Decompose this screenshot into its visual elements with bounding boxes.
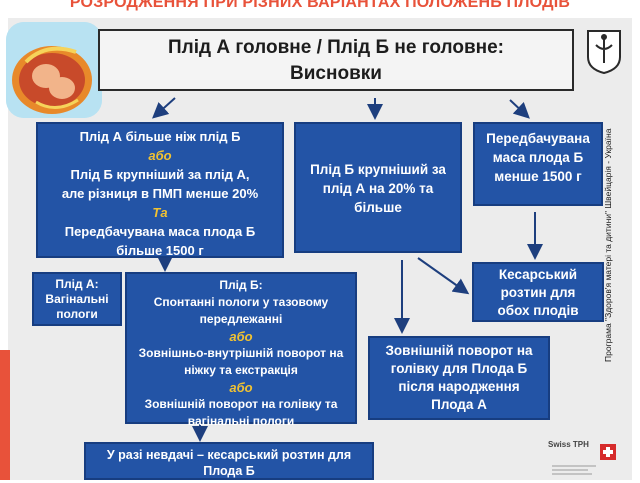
swiss-tph-logo-icon: Swiss TPH	[548, 440, 620, 478]
left-accent-bar	[0, 350, 10, 480]
condition-box-fetus-a-larger: Плід А більше ніж плід Б або Плід Б круп…	[36, 122, 284, 258]
diagram-title: Плід А головне / Плід Б не головне: Висн…	[98, 29, 574, 91]
b2-line-3: більше	[354, 200, 402, 215]
b4-line-2: Вагінальні	[45, 292, 109, 306]
b5-line-3: передлежанні	[199, 312, 283, 326]
b5-line-8: Зовнішній поворот на голівку та	[144, 397, 338, 411]
title-line-1: Плід А головне / Плід Б не головне:	[168, 37, 504, 58]
b3-line-2: маса плода Б	[492, 150, 584, 165]
title-line-2: Висновки	[290, 63, 382, 84]
b5-line-5: Зовнішньо-внутрішній поворот на	[138, 346, 344, 360]
b5-line-9: вагінальні пологи	[187, 414, 295, 428]
b7-line-2: голівку для Плода Б	[390, 361, 528, 376]
b4-line-1: Плід А:	[55, 277, 99, 291]
b8-line-1: У разі невдачі – кесарський розтин для	[106, 448, 352, 462]
page-heading: РОЗРОДЖЕННЯ ПРИ РІЗНИХ ВАРІАНТАХ ПОЛОЖЕН…	[69, 0, 571, 11]
b7-line-1: Зовнішній поворот на	[385, 343, 533, 358]
b1-line-6: Передбачувана маса плода Б	[64, 224, 256, 239]
ministry-emblem-icon	[584, 27, 624, 75]
b1-line-5: Та	[152, 205, 168, 220]
b6-line-3: обох плодів	[497, 303, 579, 318]
b3-line-3: менше 1500 г	[494, 169, 582, 184]
b7-line-3: після народження	[398, 379, 520, 394]
b5-line-4: або	[229, 329, 253, 344]
b1-line-3: Плід Б крупніший за плід А,	[70, 167, 250, 182]
outcome-box-cesarean-both: Кесарський розтин для обох плодів	[472, 262, 604, 322]
condition-box-fetus-b-larger-20: Плід Б крупніший за плід А на 20% та біл…	[294, 122, 462, 253]
b4-line-3: пологи	[56, 307, 98, 321]
b5-line-1: Плід Б:	[219, 278, 263, 292]
b1-line-1: Плід А більше ніж плід Б	[79, 129, 241, 144]
b3-line-1: Передбачувана	[486, 131, 590, 146]
b8-line-2: Плода Б	[203, 464, 255, 478]
b1-line-2: або	[148, 148, 172, 163]
outcome-box-fetus-b-options: Плід Б: Спонтанні пологи у тазовому пере…	[125, 272, 357, 428]
outcome-box-fetus-a-vaginal: Плід А: Вагінальні пологи	[32, 272, 122, 326]
b1-line-4: але різниця в ПМП менше 20%	[61, 186, 259, 201]
b2-line-1: Плід Б крупніший за	[310, 162, 446, 177]
condition-box-weight-under-1500: Передбачувана маса плода Б менше 1500 г	[473, 122, 603, 206]
b6-line-1: Кесарський	[498, 267, 578, 282]
b5-line-2: Спонтанні пологи у тазовому	[153, 295, 329, 309]
b5-line-7: або	[229, 380, 253, 395]
b5-line-6: ніжку та екстракція	[184, 363, 298, 377]
outcome-box-external-version: Зовнішній поворот на голівку для Плода Б…	[368, 336, 550, 420]
b2-line-2: плід А на 20% та	[322, 181, 434, 196]
outcome-box-fallback-cesarean: У разі невдачі – кесарський розтин для П…	[84, 442, 374, 480]
swiss-tph-logo-text: Swiss TPH	[548, 440, 589, 449]
b1-line-7: більше 1500 г	[116, 243, 204, 258]
program-side-text: Програма "Здоров'я матері та дитини" Шве…	[603, 128, 613, 362]
b6-line-2: розтин для	[500, 285, 576, 300]
twin-fetus-image	[6, 22, 102, 118]
b7-line-4: Плода А	[431, 397, 487, 412]
